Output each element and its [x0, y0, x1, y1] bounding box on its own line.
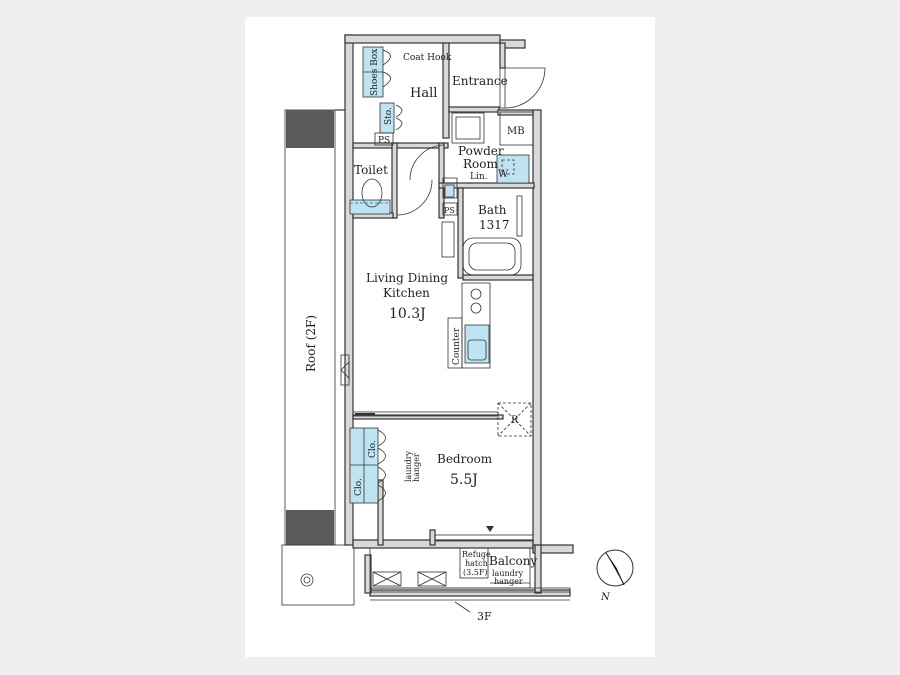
bedroom-window: [434, 526, 534, 542]
laundry-out-label-1: laundry: [492, 569, 524, 578]
bedroom-size-label: 5.5J: [450, 472, 478, 488]
ps-top-label: PS: [378, 136, 390, 146]
powder-room-label-1: Powder: [458, 144, 504, 158]
refuge-label-3: (3.5F): [463, 568, 488, 577]
sto-label: Sto.: [384, 107, 394, 125]
bathtub: [462, 195, 523, 276]
mb-label: MB: [507, 126, 525, 137]
shoes-box-label: Shoes Box: [370, 49, 380, 96]
ldk-label-1: Living Dining: [366, 271, 448, 285]
powder-room-fixtures: [409, 112, 530, 258]
room-labels: Coat Hook Shoes Box Hall Entrance Sto. P…: [304, 49, 537, 623]
bedroom-closets: [349, 427, 386, 504]
balcony-label: Balcony: [489, 554, 537, 568]
laundry-in-label-1: laundry: [404, 450, 413, 482]
clo-a-label: Clo.: [368, 440, 378, 458]
hall-label: Hall: [410, 86, 437, 101]
compass: N: [596, 549, 634, 603]
mb-box: [499, 111, 534, 146]
roof-label: Roof (2F): [304, 315, 318, 372]
lin-label: Lin.: [470, 172, 488, 182]
roof-deck: [281, 109, 355, 606]
bedroom-label: Bedroom: [437, 452, 493, 466]
entrance-door: [499, 67, 546, 109]
toilet-label: Toilet: [354, 163, 388, 177]
bath-label: Bath: [478, 203, 507, 217]
ldk-label-2: Kitchen: [383, 286, 430, 300]
coat-hook-label: Coat Hook: [403, 53, 452, 63]
north-arrow-icon: [606, 553, 624, 585]
toilet-fixture: [349, 178, 433, 216]
kitchen-counter: [447, 282, 491, 369]
ps-bath-label: PS: [444, 206, 455, 215]
shoes-box-fixture: [362, 46, 403, 146]
refuge-label-2: hatch: [465, 559, 488, 568]
ldk-window: [340, 354, 350, 386]
bath-size-label: 1317: [479, 218, 510, 232]
balcony: [369, 547, 571, 613]
clo-b-label: Clo.: [354, 478, 364, 496]
ldk-size-label: 10.3J: [389, 306, 426, 322]
refuge-label-1: Refuge: [462, 550, 491, 559]
counter-label: Counter: [452, 327, 462, 365]
compass-north-label: N: [600, 592, 611, 603]
refrigerator-space: [497, 402, 532, 437]
w-label: W: [498, 169, 509, 180]
laundry-in-label-2: hanger: [412, 453, 421, 482]
floor-3f-label: 3F: [477, 610, 492, 623]
interior-walls: [352, 42, 535, 546]
powder-room-label-2: Room: [463, 157, 498, 171]
r-label: R: [511, 415, 519, 426]
laundry-out-label-2: hanger: [494, 577, 523, 586]
entrance-label: Entrance: [452, 74, 508, 88]
